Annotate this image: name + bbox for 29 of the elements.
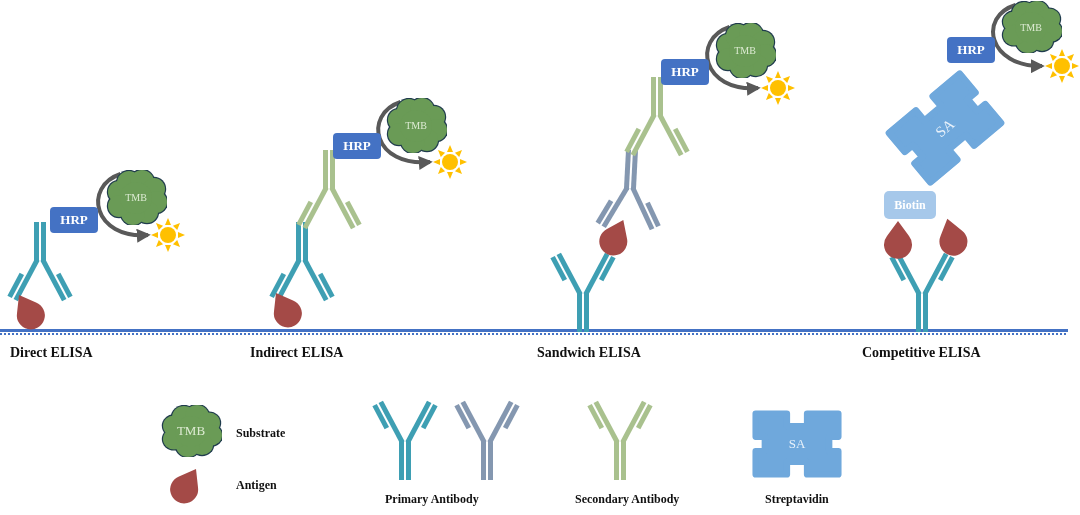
curved-arrow	[991, 3, 1045, 73]
legend-label: Secondary Antibody	[575, 492, 680, 507]
substrate-cloud: TMB	[105, 170, 167, 225]
curved-arrow	[705, 25, 761, 95]
substrate-cloud: TMB	[385, 98, 447, 153]
panel-title: Sandwich ELISA	[537, 345, 641, 361]
substrate-cloud: TMB	[1000, 1, 1062, 53]
substrate-cloud: TMB	[714, 23, 776, 78]
substrate-cloud: TMB	[160, 405, 222, 457]
curved-arrow	[376, 100, 433, 170]
enzyme-label: HRP	[333, 133, 381, 159]
sun-icon	[150, 217, 186, 253]
panel-title: Competitive ELISA	[862, 345, 981, 361]
curved-arrow	[96, 172, 151, 242]
enzyme-label: HRP	[661, 59, 709, 85]
panel-title: Direct ELISA	[10, 345, 93, 361]
sun-icon	[1044, 48, 1080, 84]
sun-icon	[432, 144, 468, 180]
streptavidin-shape: SA	[883, 68, 1007, 188]
enzyme-label: HRP	[50, 207, 98, 233]
streptavidin-shape: SA	[752, 410, 842, 478]
legend-label: Antigen	[236, 478, 277, 493]
legend-label: Streptavidin	[765, 492, 829, 507]
panel-title: Indirect ELISA	[250, 345, 344, 361]
enzyme-label: HRP	[947, 37, 995, 63]
legend-label: Substrate	[236, 426, 286, 441]
sun-icon	[760, 70, 796, 106]
biotin-tag: Biotin	[884, 191, 936, 219]
legend-label: Primary Antibody	[385, 492, 479, 507]
